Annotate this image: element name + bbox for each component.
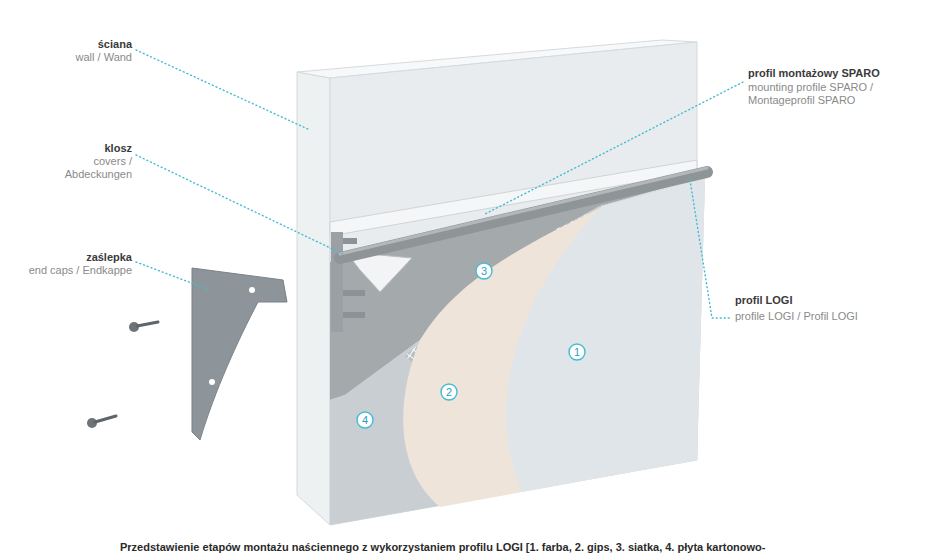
callout-circle	[441, 384, 457, 400]
callout-number: 2	[441, 384, 457, 400]
sparo-section	[331, 232, 343, 332]
part-translation: wall / Wand	[22, 51, 132, 64]
leader-line	[136, 262, 210, 290]
leader-line	[485, 82, 743, 214]
callout-circle	[476, 263, 492, 279]
part-name: profil montażowy SPARO	[748, 67, 918, 80]
callout-number: 4	[357, 412, 373, 428]
callout-number: 1	[569, 344, 585, 360]
callout-circle	[357, 412, 373, 428]
callout-circle	[569, 344, 585, 360]
part-name: zaślepka	[42, 251, 132, 264]
layer-board	[330, 178, 705, 525]
sparo-section	[343, 238, 357, 244]
screw-hole	[249, 287, 255, 293]
logi-bar-highlight	[340, 168, 707, 254]
part-translation: mounting profile SPARO / Montageprofil S…	[748, 81, 888, 107]
layer-paint	[506, 178, 705, 492]
sparo-section	[343, 312, 365, 318]
screw	[129, 322, 158, 332]
wall-side	[297, 72, 330, 525]
part-name: profil LOGI	[735, 294, 885, 307]
part-translation: covers / Abdeckungen	[52, 155, 132, 181]
callout-number: 3	[476, 263, 492, 279]
leader-line	[690, 180, 730, 318]
leader-line	[136, 50, 310, 130]
screw	[87, 416, 116, 428]
part-name: klosz	[42, 142, 132, 155]
part-name: ściana	[42, 38, 132, 51]
caption: Przedstawienie etapów montażu naścienneg…	[120, 541, 766, 554]
screw-hole	[209, 379, 215, 385]
sparo-section	[343, 290, 365, 296]
end-cap	[192, 268, 287, 440]
part-translation: end caps / Endkappe	[2, 264, 132, 277]
leader-line	[136, 155, 345, 255]
logi-bar	[340, 172, 707, 258]
part-translation: profile LOGI / Profil LOGI	[735, 310, 915, 323]
